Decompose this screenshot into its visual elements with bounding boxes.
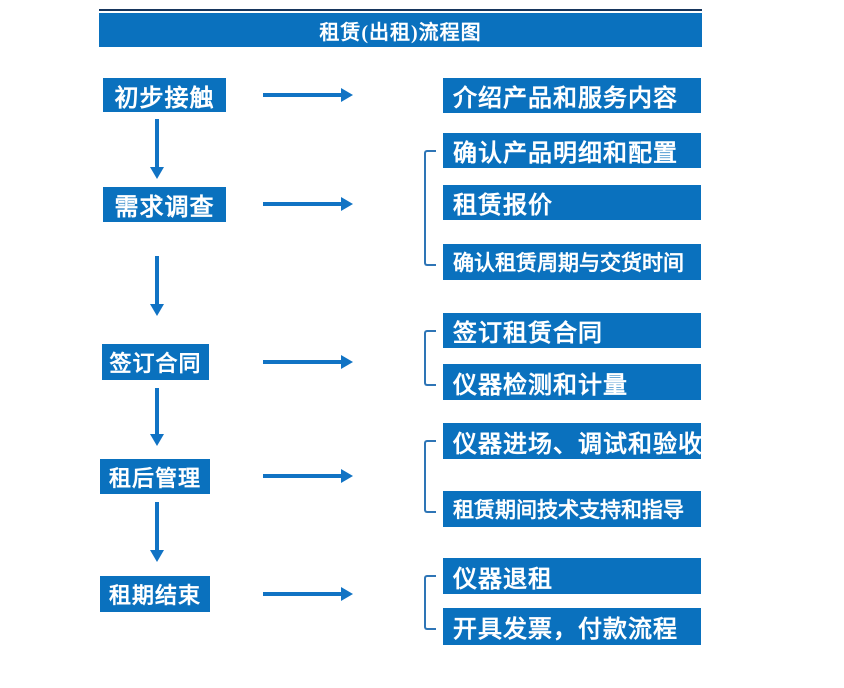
detail-box-intro-products: 介绍产品和服务内容	[443, 78, 701, 113]
arrow-down-icon	[150, 119, 164, 179]
arrow-right-icon	[263, 197, 353, 211]
detail-box-invoice-payment: 开具发票，付款流程	[443, 608, 701, 645]
arrow-down-icon	[150, 502, 164, 562]
arrow-right-icon	[263, 469, 353, 483]
detail-box-confirm-period-delivery: 确认租赁周期与交货时间	[443, 244, 701, 280]
bracket-icon	[424, 330, 436, 386]
detail-box-confirm-product-config: 确认产品明细和配置	[443, 133, 701, 168]
stage-box-post-rental-management: 租后管理	[100, 459, 210, 494]
arrow-down-icon	[150, 256, 164, 316]
arrow-right-icon	[263, 587, 353, 601]
stage-box-demand-survey: 需求调查	[103, 187, 226, 222]
detail-box-instrument-testing: 仪器检测和计量	[443, 364, 701, 400]
stage-box-contract-signing: 签订合同	[102, 344, 209, 380]
detail-box-instrument-setup-acceptance: 仪器进场、调试和验收	[443, 423, 702, 459]
detail-box-sign-rental-contract: 签订租赁合同	[443, 313, 701, 348]
bracket-icon	[424, 575, 436, 630]
stage-box-initial-contact: 初步接触	[103, 78, 226, 112]
detail-box-tech-support: 租赁期间技术支持和指导	[443, 491, 701, 527]
bracket-icon	[424, 440, 436, 513]
title-top-line	[99, 9, 702, 11]
flowchart-title: 租赁(出租)流程图	[99, 13, 702, 47]
detail-box-rental-quote: 租赁报价	[443, 185, 701, 220]
bracket-icon	[424, 150, 436, 266]
stage-box-rental-end: 租期结束	[100, 576, 210, 612]
arrow-right-icon	[263, 355, 353, 369]
arrow-right-icon	[263, 88, 353, 102]
arrow-down-icon	[150, 388, 164, 446]
detail-box-instrument-return: 仪器退租	[443, 558, 701, 594]
